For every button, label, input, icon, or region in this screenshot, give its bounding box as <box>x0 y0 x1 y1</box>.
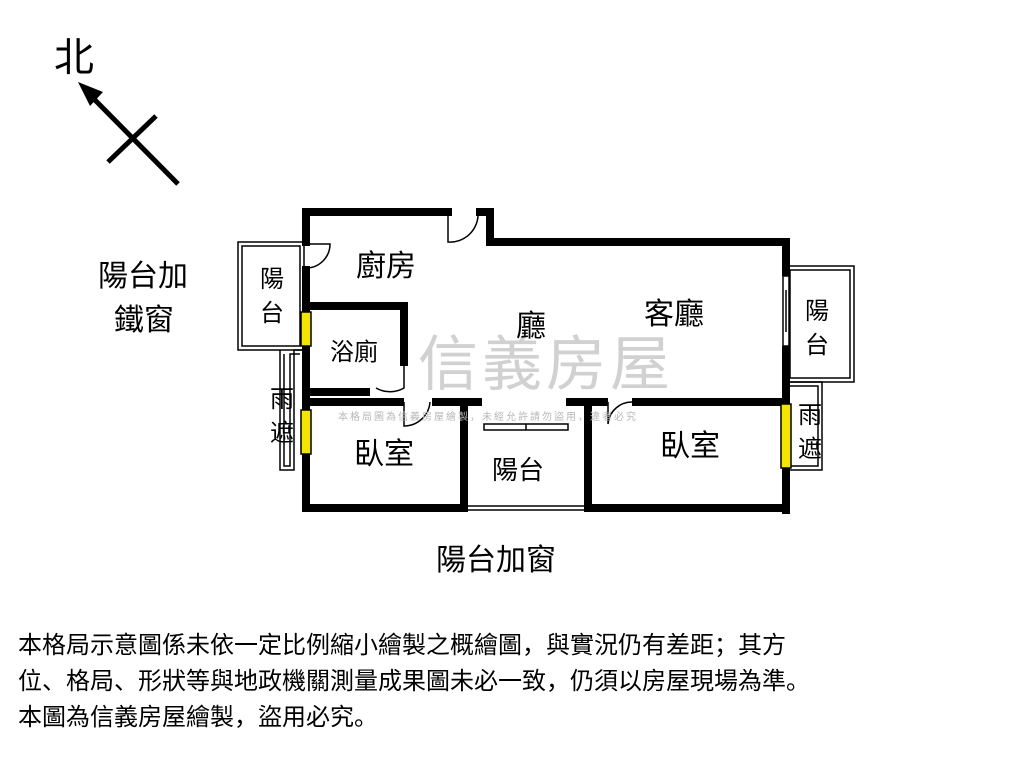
iron-window-note-line2: 鐵窗 <box>114 303 174 338</box>
rain-shelter-right-label: 雨遮 <box>798 401 822 463</box>
north-label: 北 <box>54 35 94 81</box>
disclaimer-line-3: 本圖為信義房屋繪製，盜用必究。 <box>18 703 378 731</box>
balcony-center-label: 陽台 <box>492 456 545 486</box>
yellow-windows <box>300 311 792 469</box>
balcony-right-label: 陽台 <box>805 297 829 359</box>
north-arrow-icon <box>78 82 103 106</box>
bedroom-left-label: 臥室 <box>354 437 414 472</box>
balcony-left-label: 陽台 <box>260 265 284 327</box>
bathroom-label: 浴廁 <box>330 338 378 366</box>
compass-icon <box>91 96 180 186</box>
bedroom-right-label: 臥室 <box>660 429 720 464</box>
door-swings <box>305 211 633 427</box>
watermark-brand: 信義房屋 <box>418 330 674 400</box>
disclaimer-line-1: 本格局示意圖係未依一定比例縮小繪製之概繪圖，與實況仍有差距；其方 <box>18 631 786 659</box>
hall-label: 廳 <box>516 309 546 344</box>
iron-window-note-line1: 陽台加 <box>98 259 188 294</box>
balcony-outlines <box>237 241 855 511</box>
watermark-notice: 本格局圖為信義房屋繪製，未經允許請勿盜用，違者必究 <box>338 412 638 423</box>
rain-shelter-left-label: 雨遮 <box>270 385 294 447</box>
kitchen-label: 廚房 <box>356 249 416 284</box>
sliding-windows <box>483 275 790 431</box>
disclaimer: 本格局示意圖係未依一定比例縮小繪製之概繪圖，與實況仍有差距；其方 位、格局、形狀… <box>18 627 1008 735</box>
balcony-window-note: 陽台加窗 <box>436 543 556 578</box>
disclaimer-line-2: 位、格局、形狀等與地政機關測量成果圖未必一致，仍須以房屋現場為準。 <box>18 667 810 695</box>
living-room-label: 客廳 <box>644 297 704 332</box>
